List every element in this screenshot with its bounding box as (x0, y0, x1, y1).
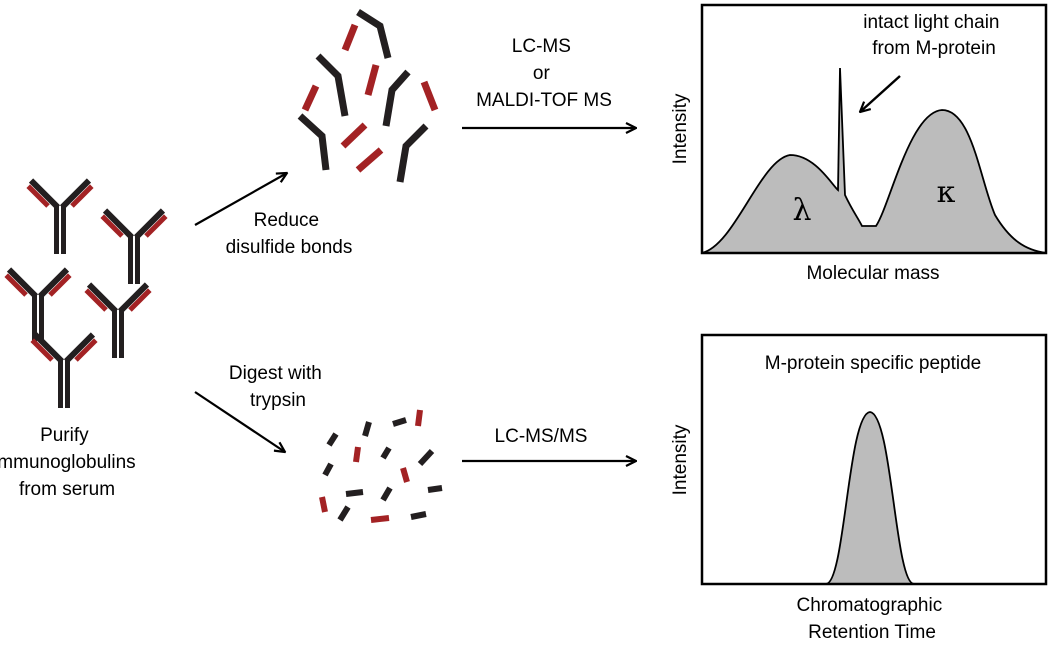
chromatogram-frame (700, 333, 1048, 586)
antibody-icon (26, 178, 94, 254)
bottom-y-axis-label: Intensity (670, 424, 691, 495)
light-chain-fragment-icon (341, 23, 359, 52)
peptide-fragments (319, 409, 443, 523)
chromatogram-peak (825, 411, 915, 585)
peptide-fragment-icon (345, 489, 364, 497)
reduced-chain-fragments (297, 9, 439, 183)
annotation-arrow-icon (860, 75, 901, 112)
chromatogram-title: M-protein specific peptide (765, 353, 982, 374)
heavy-chain-fragment-icon (356, 9, 392, 59)
lambda-peak-label: λ (792, 193, 811, 228)
mass-spectrum-panel: λ κ intact light chain from M-protein Mo… (670, 3, 1048, 284)
top-y-axis-label: Intensity (670, 93, 691, 164)
light-chain-fragment-icon (364, 64, 380, 96)
top-x-axis-label: Molecular mass (806, 263, 939, 284)
bottom-method-label: LC-MS/MS (495, 426, 588, 447)
antibody-icon (30, 332, 98, 408)
antibody-group (4, 178, 168, 408)
peptide-fragment-icon (353, 446, 361, 463)
reduce-arrow-icon (194, 173, 287, 226)
peptide-fragment-icon (319, 496, 328, 513)
antibody-icon (100, 208, 168, 284)
bottom-x-axis-label: Chromatographic Retention Time (796, 595, 947, 643)
chromatogram-panel: M-protein specific peptide Intensity Chr… (670, 333, 1048, 643)
light-chain-fragment-icon (355, 147, 384, 173)
peptide-fragment-icon (326, 432, 339, 447)
purify-label: Purify immunoglobulins from serum (0, 425, 141, 500)
digest-step-label: Digest with trypsin (229, 363, 327, 411)
heavy-chain-fragment-icon (315, 53, 349, 117)
peptide-fragment-icon (400, 467, 410, 483)
light-chain-fragment-icon (420, 80, 439, 112)
peptide-fragment-icon (337, 505, 351, 522)
antibody-icon (84, 282, 152, 358)
peptide-fragment-icon (362, 421, 372, 437)
peptide-fragment-icon (415, 409, 423, 427)
digest-arrow-icon (194, 391, 285, 452)
antibody-icon (4, 267, 72, 343)
kappa-peak-label: κ (937, 175, 956, 210)
peptide-fragment-icon (410, 511, 427, 520)
heavy-chain-fragment-icon (297, 113, 330, 171)
peptide-fragment-icon (322, 462, 334, 477)
heavy-chain-fragment-icon (382, 69, 411, 127)
light-chain-fragment-icon (340, 122, 368, 149)
top-method-label: LC-MS or MALDI-TOF MS (476, 36, 612, 111)
peptide-fragment-icon (392, 417, 407, 427)
peptide-fragment-icon (370, 515, 390, 523)
reduce-step-label: Reduce disulfide bonds (226, 210, 353, 258)
intact-light-chain-annotation: intact light chain from M-protein (863, 12, 1005, 59)
spectrum-frame (700, 3, 1048, 255)
heavy-chain-fragment-icon (396, 123, 429, 183)
light-chain-fragment-icon (301, 84, 320, 112)
peptide-fragment-icon (417, 448, 435, 467)
peptide-fragment-icon (380, 446, 392, 460)
mass-spectrum-curve (701, 67, 1047, 254)
peptide-fragment-icon (380, 486, 393, 502)
peptide-fragment-icon (427, 485, 443, 493)
